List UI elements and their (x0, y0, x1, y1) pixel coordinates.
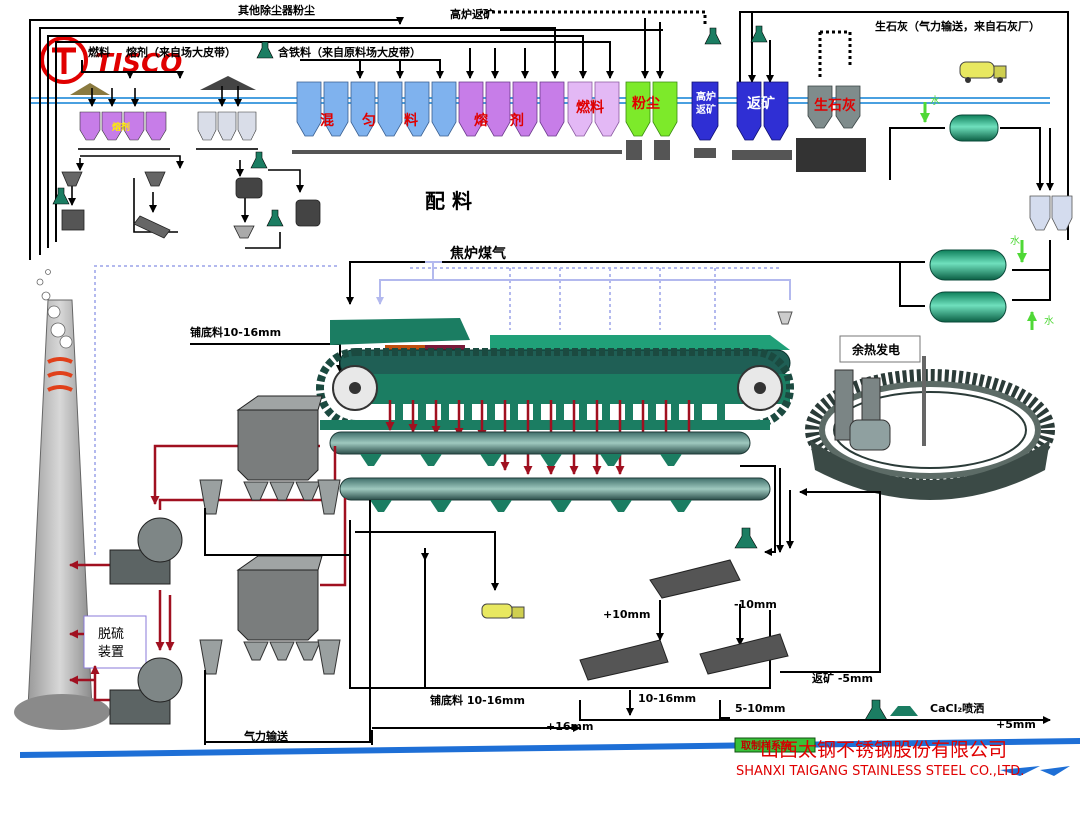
hearth-layer-top-label: 铺底料10-16mm (190, 325, 281, 339)
right-silos (1029, 195, 1073, 231)
bf-return-top-label: 高炉返矿 (450, 7, 494, 21)
company-name-cn: 山西太钢不锈钢股份有限公司 (760, 739, 1007, 761)
silo-label-bf-return-1: 高炉 (696, 90, 716, 103)
chimney (14, 269, 110, 730)
gas-lines (376, 261, 791, 305)
water-label-3: 水 (1044, 315, 1054, 327)
silo-label-dust: 粉尘 (632, 95, 660, 112)
annular-cooler (805, 356, 1055, 500)
fuel-label: 燃料 (87, 45, 110, 59)
left-small-silos: 熔剂 (70, 76, 258, 150)
minus10-label: -10mm (734, 598, 777, 611)
silo-label-quicklime: 生石灰 (814, 97, 856, 114)
sinter-truck-icon (481, 603, 525, 619)
mixing-drums (929, 114, 1007, 323)
right-lines (346, 127, 1054, 307)
range-10-16-label: 10-16mm (638, 692, 696, 705)
silo-label-fuel: 燃料 (576, 99, 604, 116)
waste-heat-label: 余热发电 (851, 342, 900, 357)
flux-small-label: 熔剂 (112, 121, 130, 133)
silo-label-return-ore: 返矿 (747, 95, 775, 112)
wind-ducts (329, 431, 771, 512)
desulfurization-box: 脱硫 装置 (83, 615, 147, 669)
water-label-2: 水 (1010, 235, 1020, 247)
burner-icon (777, 311, 793, 325)
plus5-label: +5mm (996, 718, 1036, 731)
water-arrows (920, 102, 1037, 330)
main-silos: 混匀料 熔剂 燃料 粉尘 高炉 返矿 返矿 生石灰 (296, 81, 861, 141)
sampling-box: 取制样系统 (734, 737, 816, 753)
gas-dotted-lines (94, 265, 780, 555)
pneumatic-label: 气力输送 (243, 729, 289, 743)
dotted-feed-lines (480, 10, 852, 80)
screens (579, 559, 789, 681)
desulfurization-label-2: 装置 (98, 645, 124, 660)
hearth-layer-bottom-label: 铺底料 10-16mm (430, 693, 525, 707)
batching-label: 配 料 (425, 189, 472, 213)
silo-label-bf-return-2: 返矿 (696, 103, 716, 116)
water-label-1: 水 (930, 95, 940, 107)
tisco-logo: TISCO (40, 36, 182, 84)
plus16-label: +16mm (546, 720, 593, 733)
coke-oven-gas-label: 焦炉煤气 (449, 245, 506, 262)
silo-label-mixed: 混匀料 (320, 112, 446, 129)
waste-heat-box: 余热发电 (839, 335, 921, 363)
company-name-en: SHANXI TAIGANG STAINLESS STEEL CO.,LTD. (736, 764, 1024, 779)
sampling-label: 取制样系统 (741, 739, 791, 752)
quicklime-label: 生石灰（气力输送，来自石灰厂） (875, 19, 1040, 33)
plus10-label: +10mm (603, 608, 650, 621)
return-minus5-label: 返矿 -5mm (812, 671, 873, 685)
top-feed-lines (29, 11, 1069, 260)
truck-icon (959, 61, 1007, 83)
desulfurization-label-1: 脱硫 (98, 627, 124, 642)
silo-label-flux: 熔剂 (474, 112, 546, 129)
sintering-machine (316, 318, 794, 430)
spray-icon (890, 706, 918, 716)
iron-material-label: 含铁料（来自原料场大皮带） (277, 45, 421, 59)
range-5-10-label: 5-10mm (735, 702, 785, 715)
other-dust-label: 其他除尘器粉尘 (238, 3, 315, 17)
cacl2-label: CaCl₂喷洒 (930, 701, 984, 715)
flux-source-label: 熔剂（来自场大皮带） (126, 45, 236, 59)
silo-feeders (292, 138, 866, 172)
fans (109, 517, 183, 725)
left-equipment (61, 171, 321, 239)
logo-text: TISCO (95, 49, 182, 79)
esp-units (199, 395, 341, 675)
flask-icon (52, 25, 888, 721)
